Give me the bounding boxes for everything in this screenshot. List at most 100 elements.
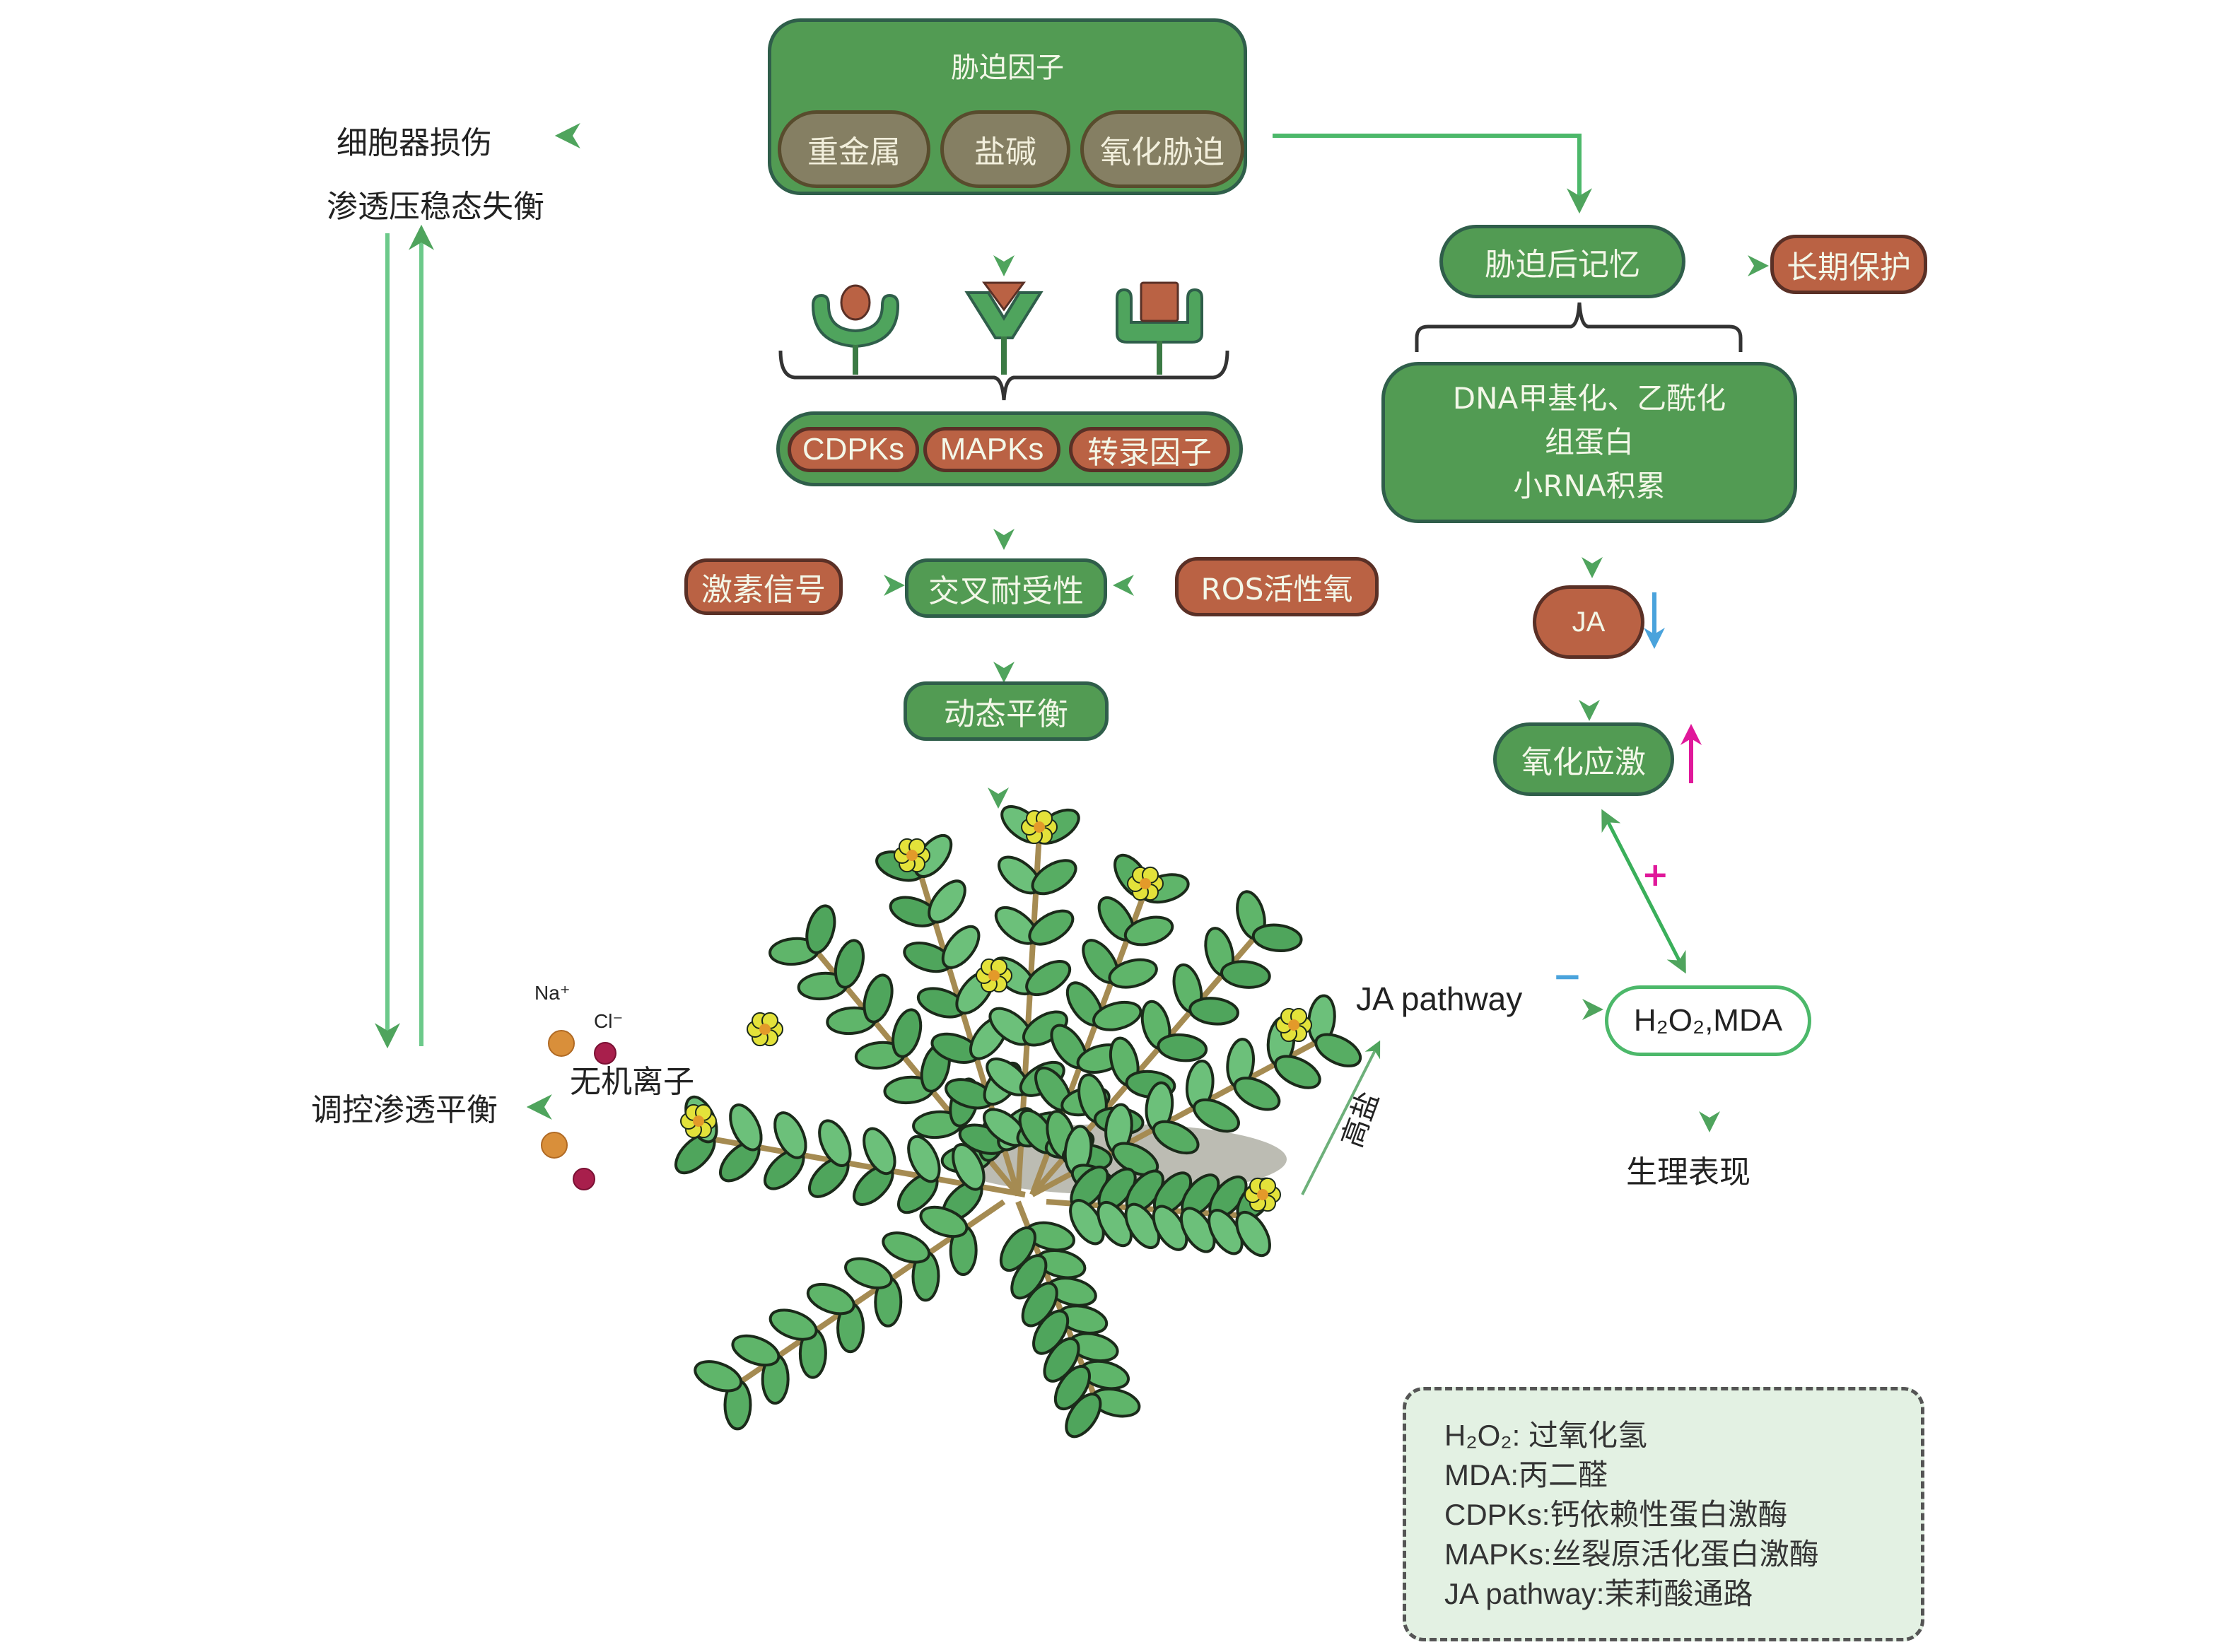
plant-leaf bbox=[1152, 1120, 1200, 1155]
legend-item-mapks: MAPKs:丝裂原活化蛋白激酶 bbox=[1444, 1537, 1819, 1571]
plant-leaf bbox=[1233, 1077, 1281, 1111]
organelle-damage-label: 细胞器损伤 bbox=[337, 125, 492, 161]
physiology-label: 生理表现 bbox=[1626, 1154, 1750, 1190]
plant-leaf bbox=[694, 1360, 743, 1393]
plant-leaf bbox=[919, 1205, 969, 1238]
plant-leaf bbox=[1053, 1364, 1091, 1411]
plant-leaf bbox=[1273, 1055, 1321, 1089]
plant-leaf bbox=[999, 1226, 1036, 1272]
arrow-stress-to-memory bbox=[1273, 134, 1592, 214]
arrow-oxidative-h2o2-bidirectional bbox=[1601, 809, 1686, 974]
plant-leaf bbox=[768, 1308, 818, 1341]
receptor-round-ligand bbox=[811, 284, 900, 375]
legend-item-ja-pathway: JA pathway:茉莉酸通路 bbox=[1444, 1577, 1753, 1610]
plant-leaf bbox=[1193, 1098, 1240, 1133]
kinase-cdpks[interactable]: CDPKs bbox=[788, 427, 919, 472]
dynamic-balance-node[interactable]: 动态平衡 bbox=[904, 681, 1109, 741]
plant-leaf bbox=[882, 1231, 931, 1264]
plant-flower bbox=[894, 838, 930, 873]
plant-leaf bbox=[805, 904, 836, 954]
oxidative-stress-node[interactable]: 氧化应激 bbox=[1493, 722, 1674, 796]
plant-leaf bbox=[1220, 960, 1271, 989]
plant-leaf bbox=[1032, 1309, 1070, 1355]
plant-leaf bbox=[1251, 923, 1303, 952]
plant-leaf bbox=[1157, 1033, 1208, 1062]
plant-flower bbox=[747, 1012, 783, 1047]
hormone-signal-node[interactable]: 激素信号 bbox=[684, 558, 843, 615]
plant-leaf bbox=[1108, 958, 1158, 989]
epigenetics-line: 小RNA积累 bbox=[1513, 469, 1666, 503]
legend-item-cdpks: CDPKs:钙依赖性蛋白激酶 bbox=[1444, 1498, 1788, 1531]
plant-leaf bbox=[1065, 1393, 1102, 1439]
legend-box: H₂O₂: 过氧化氢 MDA:丙二醛 CDPKs:钙依赖性蛋白激酶 MAPKs:… bbox=[1403, 1387, 1924, 1641]
plant-flower bbox=[680, 1103, 717, 1139]
chloride-ion bbox=[594, 1042, 616, 1065]
plant-leaf bbox=[834, 939, 865, 989]
receptor-triangle-ligand bbox=[964, 281, 1044, 375]
chloride-ion bbox=[573, 1168, 595, 1190]
plant-leaf bbox=[1314, 1033, 1362, 1067]
stress-item-oxidative[interactable]: 氧化胁迫 bbox=[1080, 110, 1244, 188]
plant-leaf bbox=[1043, 1337, 1080, 1383]
plant-flower bbox=[1021, 809, 1058, 845]
plant-leaf bbox=[1025, 960, 1072, 997]
stress-item-heavy-metal[interactable]: 重金属 bbox=[778, 110, 930, 188]
inorganic-ions-label: 无机离子 bbox=[570, 1064, 694, 1100]
stress-factors-title: 胁迫因子 bbox=[951, 52, 1064, 84]
plant-leaf bbox=[773, 1111, 807, 1159]
receptor-brace bbox=[778, 350, 1229, 401]
plant-leaf bbox=[1188, 997, 1239, 1026]
long-term-protection-node[interactable]: 长期保护 bbox=[1770, 235, 1927, 294]
plant-leaf bbox=[1031, 859, 1077, 896]
plant-leaf bbox=[892, 1008, 923, 1058]
ros-node[interactable]: ROS活性氧 bbox=[1175, 557, 1379, 616]
plant-leaf bbox=[1235, 1210, 1271, 1258]
plant-flower bbox=[1244, 1177, 1281, 1212]
regulate-osmotic-label: 调控渗透平衡 bbox=[311, 1092, 498, 1128]
plant-leaf bbox=[818, 1119, 852, 1167]
plant-flower bbox=[1275, 1007, 1312, 1043]
memory-brace bbox=[1415, 302, 1743, 352]
ja-node[interactable]: JA bbox=[1533, 585, 1644, 659]
plant-leaf bbox=[863, 973, 894, 1024]
post-stress-memory-node[interactable]: 胁迫后记忆 bbox=[1439, 225, 1685, 298]
epigenetics-line: DNA甲基化、乙酰化 bbox=[1452, 381, 1726, 416]
cross-tolerance-node[interactable]: 交叉耐受性 bbox=[905, 558, 1107, 618]
positive-sign: + bbox=[1642, 855, 1669, 894]
sodium-ion bbox=[548, 1030, 575, 1057]
plant-leaf bbox=[1021, 1282, 1058, 1328]
ja-pathway-label: JA pathway bbox=[1356, 980, 1523, 1017]
chloride-ion-label: Cl⁻ bbox=[594, 1010, 624, 1032]
osmotic-imbalance-label: 渗透压稳态失衡 bbox=[327, 189, 544, 225]
stress-item-saline-alkali[interactable]: 盐碱 bbox=[940, 110, 1070, 188]
plant-leaf bbox=[1092, 1000, 1142, 1031]
transcription-factors[interactable]: 转录因子 bbox=[1069, 427, 1230, 472]
epigenetics-line: 组蛋白 bbox=[1544, 425, 1634, 459]
h2o2-mda-node[interactable]: H₂O₂,MDA bbox=[1605, 985, 1811, 1056]
plant-leaf bbox=[729, 1103, 763, 1152]
plant-flower bbox=[976, 958, 1012, 993]
plant-leaf bbox=[844, 1257, 893, 1289]
plant-leaf bbox=[731, 1334, 781, 1367]
plant-leaf bbox=[941, 925, 981, 969]
kinase-mapks[interactable]: MAPKs bbox=[923, 427, 1060, 472]
plant-flower bbox=[1127, 866, 1164, 901]
plant-leaf bbox=[1028, 909, 1075, 946]
epigenetics-node[interactable]: DNA甲基化、乙酰化 组蛋白 小RNA积累 bbox=[1381, 362, 1797, 523]
negative-sign: − bbox=[1553, 956, 1582, 997]
receptor-square-ligand bbox=[1116, 281, 1203, 375]
plant-leaf bbox=[952, 1143, 986, 1191]
plant-leaf bbox=[806, 1282, 855, 1316]
plant-leaf bbox=[863, 1127, 896, 1176]
plant-leaf bbox=[928, 879, 966, 924]
sodium-ion bbox=[541, 1132, 568, 1159]
plant-leaf bbox=[907, 1135, 941, 1183]
arrow-high-salt-to-ja-pathway bbox=[1301, 1040, 1381, 1195]
plant-leaf bbox=[1123, 915, 1174, 947]
plant-illustration bbox=[674, 805, 1362, 1439]
sodium-ion-label: Na⁺ bbox=[534, 982, 571, 1004]
legend-item-mda: MDA:丙二醛 bbox=[1444, 1458, 1608, 1492]
plant-leaf bbox=[1010, 1254, 1048, 1300]
